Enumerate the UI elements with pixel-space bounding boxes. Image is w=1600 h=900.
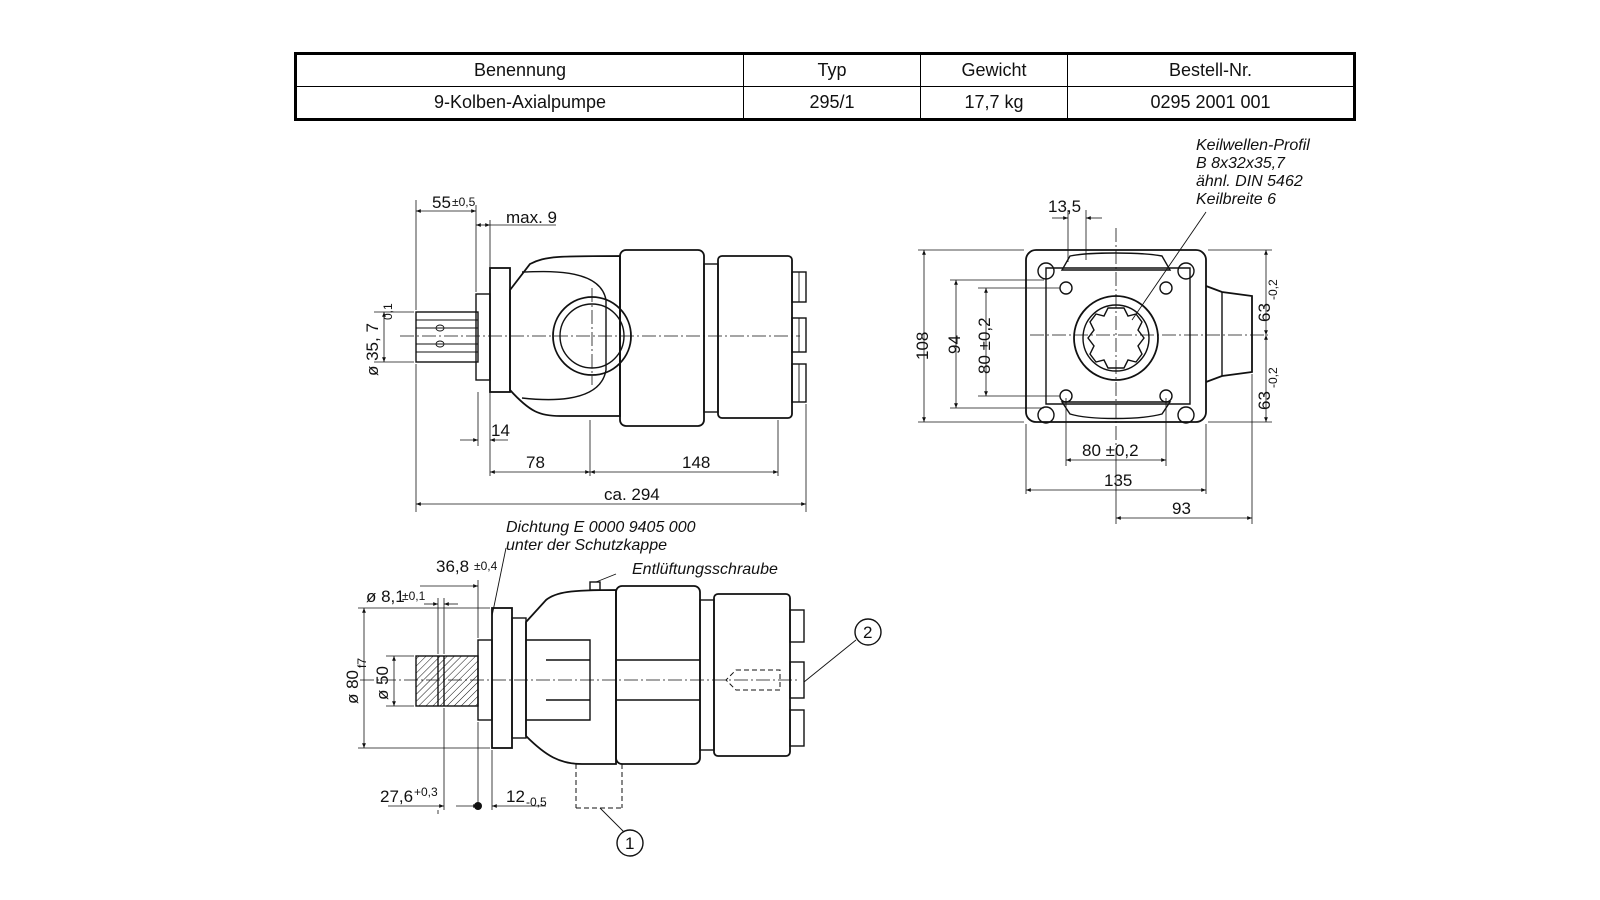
dim-diameter-80-tol: f7 — [355, 658, 369, 668]
side-view: 55 ±0,5 max. 9 ø 35, 7 0,1 14 78 148 ca.… — [363, 193, 807, 512]
note-schutzkappe: unter der Schutzkappe — [506, 537, 667, 554]
spec-table-row: 9-Kolben-Axialpumpe 295/1 17,7 kg 0295 2… — [295, 86, 1355, 120]
dim-diameter-35-7: ø 35, 7 — [363, 323, 382, 376]
dim-ca-294: ca. 294 — [604, 485, 660, 504]
dim-135: 135 — [1104, 471, 1132, 490]
note-dichtung: Dichtung E 0000 9405 000 — [506, 519, 696, 536]
dim-63-lower: 63 — [1255, 391, 1274, 410]
note-keilbreite: Keilbreite 6 — [1196, 191, 1276, 208]
dim-93: 93 — [1172, 499, 1191, 518]
dim-63-lower-tol: -0,2 — [1266, 367, 1280, 388]
dim-36-8: 36,8 — [436, 557, 469, 576]
note-entlueftungsschraube: Entlüftungsschraube — [632, 561, 778, 578]
spec-table-header-row: Benennung Typ Gewicht Bestell-Nr. — [295, 53, 1355, 87]
front-view: 13,5 108 94 80 ±0,2 63 -0,2 63 -0,2 80 ±… — [913, 137, 1310, 524]
dim-12: 12 — [506, 787, 525, 806]
dim-diameter-35-7-tol: 0,1 — [381, 303, 395, 320]
dim-63-upper: 63 — [1255, 303, 1274, 322]
dim-14: 14 — [491, 421, 510, 440]
cell-typ: 295/1 — [743, 86, 921, 120]
dim-55: 55 — [432, 193, 451, 212]
dim-diameter-8-1-tol: ±0,1 — [402, 589, 426, 603]
dim-63-upper-tol: -0,2 — [1266, 279, 1280, 300]
dim-148: 148 — [682, 453, 710, 472]
dim-80-vertical: 80 ±0,2 — [975, 317, 994, 374]
cell-benennung: 9-Kolben-Axialpumpe — [295, 86, 744, 120]
callout-1-label: 1 — [625, 834, 634, 853]
dim-diameter-8-1: ø 8,1 — [366, 587, 405, 606]
dim-27-6-tol: +0,3 — [414, 785, 438, 799]
dim-27-6: 27,6 — [380, 787, 413, 806]
dim-diameter-80: ø 80 — [343, 670, 362, 704]
dim-108: 108 — [913, 332, 932, 360]
dim-36-8-tol: ±0,4 — [474, 559, 498, 573]
callout-1-circle — [616, 829, 644, 857]
note-b-8x32: B 8x32x35,7 — [1196, 155, 1286, 172]
dim-max9: max. 9 — [506, 208, 557, 227]
section-view: 36,8 ±0,4 ø 8,1 ±0,1 ø 80 f7 ø 50 27,6 +… — [343, 519, 882, 857]
dim-94: 94 — [945, 335, 964, 354]
header-typ: Typ — [743, 53, 921, 87]
callout-2-circle — [854, 618, 882, 646]
cell-bestell-nr: 0295 2001 001 — [1067, 86, 1355, 120]
dim-55-tol: ±0,5 — [452, 195, 476, 209]
dim-13-5: 13,5 — [1048, 197, 1081, 216]
dim-80-horizontal: 80 ±0,2 — [1082, 441, 1139, 460]
callout-2-label: 2 — [863, 623, 872, 642]
dim-78: 78 — [526, 453, 545, 472]
dim-diameter-50: ø 50 — [373, 666, 392, 700]
note-din-5462: ähnl. DIN 5462 — [1196, 173, 1303, 190]
dim-12-tol: -0,5 — [526, 795, 547, 809]
note-keilwellen-profil: Keilwellen-Profil — [1196, 137, 1310, 154]
spec-table: Benennung Typ Gewicht Bestell-Nr. 9-Kolb… — [294, 52, 1356, 121]
